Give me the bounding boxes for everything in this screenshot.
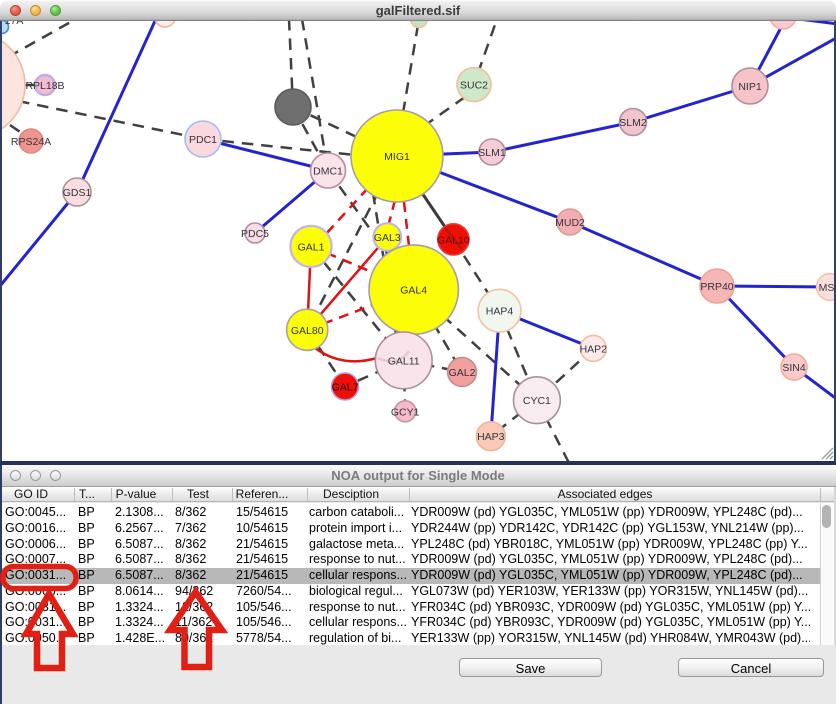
svg-text:GAL10: GAL10 <box>437 234 470 246</box>
svg-text:PDC5: PDC5 <box>241 228 269 240</box>
svg-text:MSI: MSI <box>819 282 836 294</box>
svg-text:HAP2: HAP2 <box>580 343 608 355</box>
svg-text:GAL80: GAL80 <box>291 325 324 337</box>
svg-text:GAL7: GAL7 <box>332 382 359 394</box>
svg-text:SLM1: SLM1 <box>478 147 506 159</box>
svg-text:GAL11: GAL11 <box>388 355 420 367</box>
svg-text:DMC1: DMC1 <box>313 166 343 178</box>
svg-text:CYC1: CYC1 <box>523 395 551 407</box>
svg-text:PRP40: PRP40 <box>700 281 733 293</box>
svg-text:HAP3: HAP3 <box>477 431 505 443</box>
svg-text:GAL1: GAL1 <box>298 241 325 253</box>
svg-text:PDC1: PDC1 <box>189 134 217 146</box>
svg-text:GDS1: GDS1 <box>63 187 92 199</box>
svg-text:HAP4: HAP4 <box>486 306 514 318</box>
svg-text:GCY1: GCY1 <box>391 406 420 418</box>
svg-text:MUD2: MUD2 <box>555 217 585 229</box>
svg-text:SIN4: SIN4 <box>782 362 806 374</box>
svg-text:GAL4: GAL4 <box>400 285 427 297</box>
svg-text:17A: 17A <box>5 21 24 27</box>
svg-text:SLM2: SLM2 <box>619 117 647 129</box>
svg-text:MIG1: MIG1 <box>384 151 410 163</box>
svg-text:SUC2: SUC2 <box>460 80 488 92</box>
svg-text:GAL2: GAL2 <box>449 367 476 379</box>
svg-text:RPS24A: RPS24A <box>11 136 51 148</box>
svg-text:GAL3: GAL3 <box>374 232 401 244</box>
svg-text:RPL18B: RPL18B <box>25 80 64 92</box>
svg-text:NIP1: NIP1 <box>738 81 762 93</box>
